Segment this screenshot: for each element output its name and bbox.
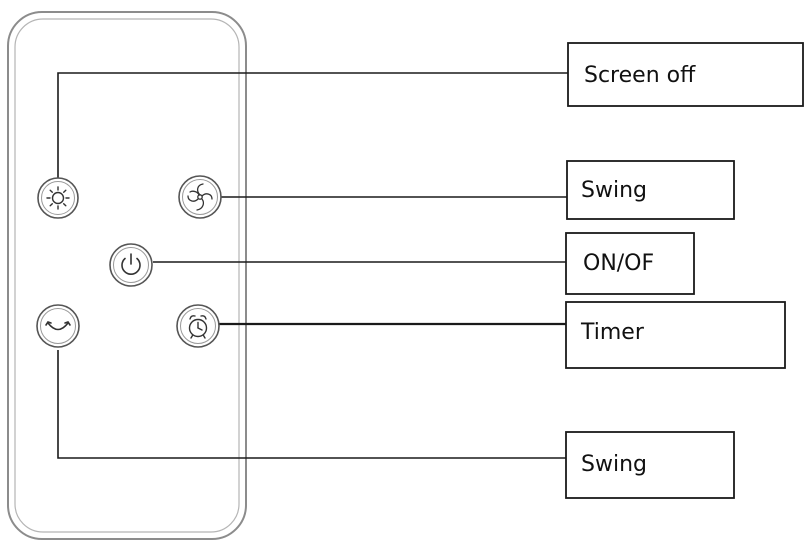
leader-line-screen-off: [57, 72, 568, 182]
label-on-off: ON/OF: [565, 232, 695, 295]
fan-swing-button[interactable]: [178, 175, 222, 219]
remote-body: [7, 11, 247, 540]
swing-arc-icon: [45, 321, 71, 331]
label-swing-top: Swing: [566, 160, 735, 220]
leader-line-swing-bottom: [57, 350, 566, 459]
label-screen-off-text: Screen off: [584, 63, 696, 88]
label-swing-bottom: Swing: [565, 431, 735, 499]
oscillate-button[interactable]: [36, 304, 80, 348]
alarm-clock-icon: [188, 315, 208, 339]
power-icon: [121, 253, 141, 276]
label-timer: Timer: [565, 301, 786, 369]
leader-lines: [57, 72, 568, 459]
timer-button[interactable]: [176, 304, 220, 348]
fan-icon: [187, 183, 213, 211]
label-timer-text: Timer: [580, 320, 645, 345]
label-swing-bottom-text: Swing: [581, 452, 647, 477]
label-on-off-text: ON/OF: [583, 251, 654, 276]
power-button[interactable]: [109, 243, 153, 287]
brightness-button[interactable]: [37, 177, 79, 219]
label-screen-off: Screen off: [567, 42, 804, 107]
brightness-icon: [46, 186, 70, 210]
label-swing-top-text: Swing: [581, 178, 647, 203]
